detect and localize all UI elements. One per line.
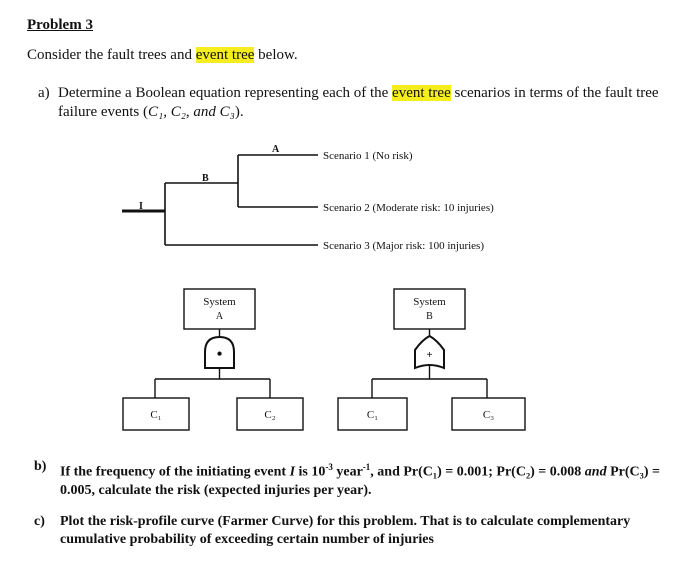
intro-prefix: Consider the fault trees and bbox=[27, 47, 196, 63]
part-a-text-3: ). bbox=[234, 104, 244, 120]
part-a-text-2: scenarios in terms of the fault tree fai… bbox=[58, 85, 659, 120]
part-b-text: If the frequency of the initiating event… bbox=[60, 458, 664, 500]
fault-tree-a: System A • C₁ C₂ bbox=[122, 288, 304, 431]
fault-tree-b: System B + C₁ C₃ bbox=[337, 288, 526, 431]
part-c-text: Plot the risk-profile curve (Farmer Curv… bbox=[60, 514, 631, 547]
part-b-text-4: , and Pr(C₁) = 0.001; Pr(C₂) = 0.008 bbox=[370, 464, 585, 480]
event-c3-label: C₃ bbox=[483, 409, 494, 421]
event-c2-label: C₂ bbox=[264, 409, 275, 421]
system-a-box bbox=[183, 288, 256, 330]
event-c3-box bbox=[451, 397, 526, 431]
part-c: c) Plot the risk-profile curve (Farmer C… bbox=[34, 513, 664, 549]
and-gate-symbol: • bbox=[217, 346, 223, 363]
part-b: b) If the frequency of the initiating ev… bbox=[34, 458, 664, 500]
system-a-line1: System bbox=[203, 296, 236, 308]
system-b-line1: System bbox=[413, 296, 446, 308]
part-a-label: a) bbox=[38, 85, 50, 101]
part-a-highlight: event tree bbox=[392, 85, 451, 101]
part-c-label: c) bbox=[34, 514, 45, 529]
problem-intro: Consider the fault trees and event tree … bbox=[27, 47, 298, 64]
event-tree bbox=[122, 154, 318, 246]
part-b-var-i: I bbox=[289, 464, 296, 480]
system-b-box bbox=[393, 288, 466, 330]
system-b-line2: B bbox=[426, 311, 433, 322]
part-a-text: Determine a Boolean equation representin… bbox=[58, 84, 668, 122]
branch-a-label: A bbox=[272, 144, 280, 155]
part-a: a) Determine a Boolean equation represen… bbox=[38, 84, 668, 122]
part-b-text-2: is 10 bbox=[295, 464, 326, 480]
event-c1-box-a bbox=[122, 397, 190, 431]
part-b-and: and bbox=[584, 464, 607, 480]
event-c1-box-b bbox=[337, 397, 408, 431]
or-gate-icon bbox=[414, 334, 445, 370]
part-a-vars: C₁, C₂, and C₃ bbox=[147, 104, 235, 120]
scenario-2-label: Scenario 2 (Moderate risk: 10 injuries) bbox=[323, 202, 494, 214]
part-b-text-3: year bbox=[332, 464, 363, 480]
intro-suffix: below. bbox=[254, 47, 298, 63]
problem-title: Problem 3 bbox=[27, 17, 93, 33]
intro-highlight: event tree bbox=[195, 47, 255, 63]
part-b-exp2: -1 bbox=[362, 462, 371, 472]
initiating-label: I bbox=[139, 201, 143, 212]
branch-b-label: B bbox=[202, 173, 209, 184]
event-c1-label-a: C₁ bbox=[150, 409, 161, 421]
part-b-label: b) bbox=[34, 459, 47, 474]
scenario-3-label: Scenario 3 (Major risk: 100 injuries) bbox=[323, 240, 484, 252]
or-gate-symbol: + bbox=[426, 349, 432, 361]
part-b-exp1: -3 bbox=[325, 462, 333, 472]
part-b-text-1: If the frequency of the initiating event bbox=[60, 464, 290, 480]
event-c2-box bbox=[236, 397, 304, 431]
scenario-1-label: Scenario 1 (No risk) bbox=[323, 150, 413, 162]
part-a-text-1: Determine a Boolean equation representin… bbox=[58, 85, 393, 101]
system-a-line2: A bbox=[216, 311, 224, 322]
part-b-text-5: Pr(C₃) = 0.005, calculate the risk (expe… bbox=[60, 464, 660, 498]
and-gate-icon bbox=[204, 335, 235, 369]
event-c1-label-b: C₁ bbox=[367, 409, 378, 421]
